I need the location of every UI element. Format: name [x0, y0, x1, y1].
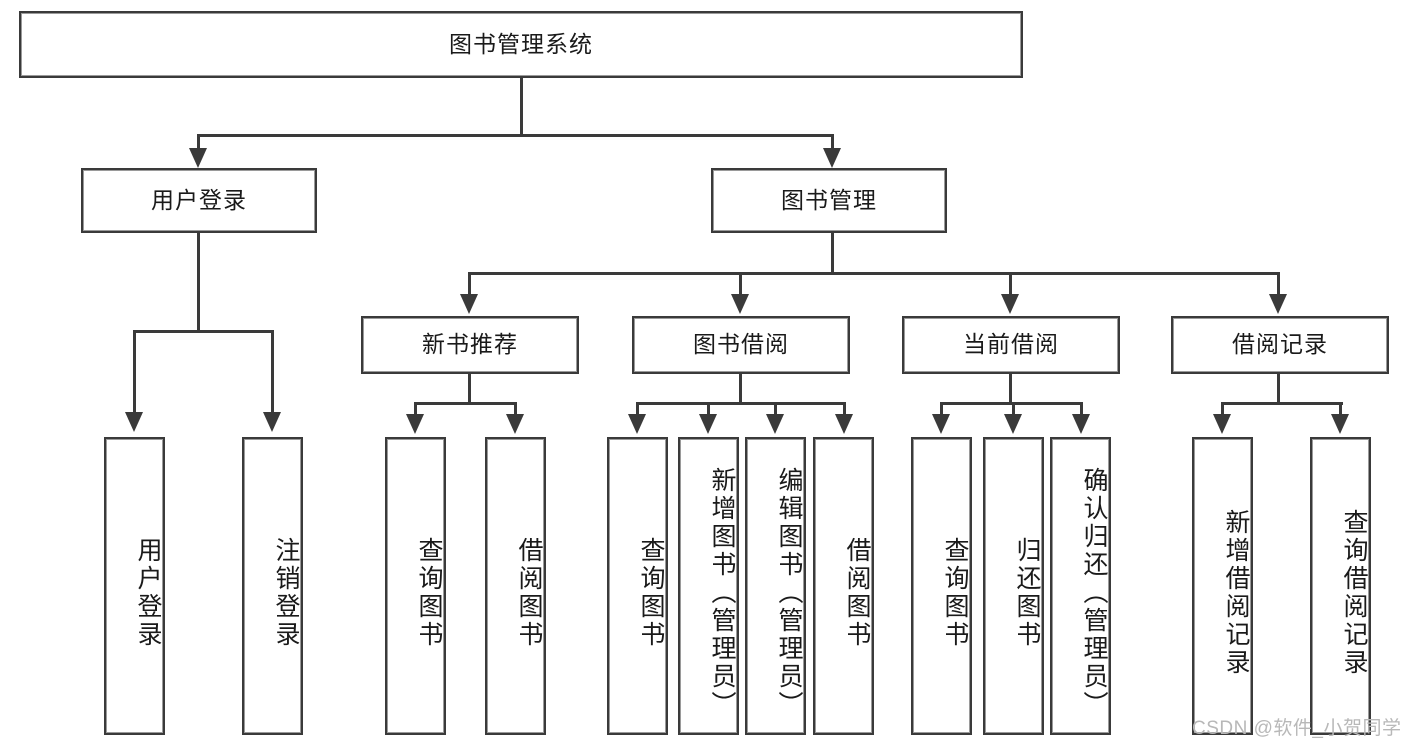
edge-root-bus — [197, 134, 834, 137]
node-book-borrow[interactable]: 图书借阅 — [632, 316, 850, 374]
edge-user-login-to-leaf-login — [133, 330, 136, 414]
arrowhead-cur-to-query-book — [932, 414, 950, 434]
node-user-login[interactable]: 用户登录 — [81, 168, 317, 233]
edge-borrow-to-add-book — [707, 402, 710, 416]
edge-borrow-to-query-book — [636, 402, 639, 416]
node-leaf-borrow-edit-book[interactable]: 编辑图书（管理员） — [745, 437, 806, 735]
edge-root-trunk — [520, 78, 523, 136]
node-label: 新书推荐 — [422, 331, 518, 358]
node-leaf-query-borrow-record[interactable]: 查询借阅记录 — [1310, 437, 1371, 735]
node-label: 查询图书 — [637, 537, 665, 649]
node-label: 新增图书（管理员） — [708, 467, 736, 719]
arrowhead-root-to-user-login — [189, 148, 207, 168]
edge-book-manage-bus — [468, 272, 1280, 275]
edge-rec-to-query-book — [414, 402, 417, 416]
arrowhead-to-new-book-rec — [460, 294, 478, 314]
edge-record-to-add-record — [1221, 402, 1224, 416]
edge-record-to-query-record — [1339, 402, 1342, 416]
node-new-book-recommend[interactable]: 新书推荐 — [361, 316, 579, 374]
edge-new-book-rec-trunk — [468, 374, 471, 404]
node-leaf-borrow-add-book[interactable]: 新增图书（管理员） — [678, 437, 739, 735]
edge-user-login-trunk — [197, 233, 200, 333]
edge-user-login-to-leaf-logout — [271, 330, 274, 414]
edge-book-borrow-trunk — [739, 374, 742, 404]
node-label: 借阅记录 — [1232, 331, 1328, 358]
node-label: 查询借阅记录 — [1340, 509, 1368, 677]
node-label: 用户登录 — [151, 186, 247, 213]
node-leaf-cur-return-book[interactable]: 归还图书 — [983, 437, 1044, 735]
node-borrow-record[interactable]: 借阅记录 — [1171, 316, 1389, 374]
node-label: 图书管理 — [781, 186, 877, 213]
arrowhead-to-book-borrow — [731, 294, 749, 314]
node-leaf-borrow-borrow-book[interactable]: 借阅图书 — [813, 437, 874, 735]
node-label: 注销登录 — [272, 537, 300, 649]
edge-book-manage-to-borrow-record — [1277, 272, 1280, 296]
node-leaf-rec-query-book[interactable]: 查询图书 — [385, 437, 446, 735]
node-label: 查询图书 — [415, 537, 443, 649]
edge-borrow-record-bus — [1221, 402, 1343, 405]
arrowhead-user-login-to-leaf-logout — [263, 412, 281, 432]
edge-cur-to-return-book — [1012, 402, 1015, 416]
node-leaf-borrow-query-book[interactable]: 查询图书 — [607, 437, 668, 735]
arrowhead-cur-to-return-book — [1004, 414, 1022, 434]
node-label: 编辑图书（管理员） — [775, 467, 803, 719]
edge-current-borrow-bus — [940, 402, 1083, 405]
node-leaf-cur-query-book[interactable]: 查询图书 — [911, 437, 972, 735]
arrowhead-record-to-query-record — [1331, 414, 1349, 434]
node-book-manage[interactable]: 图书管理 — [711, 168, 947, 233]
edge-book-manage-to-new-book-rec — [468, 272, 471, 296]
edge-rec-to-borrow-book — [514, 402, 517, 416]
arrowhead-user-login-to-leaf-login — [125, 412, 143, 432]
edge-user-login-bus — [133, 330, 274, 333]
arrowhead-rec-to-borrow-book — [506, 414, 524, 434]
node-leaf-user-logout[interactable]: 注销登录 — [242, 437, 303, 735]
node-label: 归还图书 — [1013, 537, 1041, 649]
node-label: 用户登录 — [134, 537, 162, 649]
node-label: 借阅图书 — [843, 537, 871, 649]
node-root-system[interactable]: 图书管理系统 — [19, 11, 1023, 78]
edge-book-manage-trunk — [831, 233, 834, 275]
node-label: 图书借阅 — [693, 331, 789, 358]
arrowhead-borrow-to-edit-book — [766, 414, 784, 434]
edge-borrow-record-trunk — [1277, 374, 1280, 404]
arrowhead-borrow-to-query-book — [628, 414, 646, 434]
edge-new-book-rec-bus — [414, 402, 517, 405]
arrowhead-borrow-to-add-book — [699, 414, 717, 434]
arrowhead-record-to-add-record — [1213, 414, 1231, 434]
node-leaf-user-login[interactable]: 用户登录 — [104, 437, 165, 735]
node-label: 当前借阅 — [963, 331, 1059, 358]
node-leaf-cur-confirm-return[interactable]: 确认归还（管理员） — [1050, 437, 1111, 735]
edge-current-borrow-trunk — [1009, 374, 1012, 404]
arrowhead-borrow-to-borrow-book — [835, 414, 853, 434]
edge-root-to-book-manage — [831, 134, 834, 152]
node-leaf-rec-borrow-book[interactable]: 借阅图书 — [485, 437, 546, 735]
edge-borrow-to-edit-book — [774, 402, 777, 416]
node-leaf-add-borrow-record[interactable]: 新增借阅记录 — [1192, 437, 1253, 735]
arrowhead-to-current-borrow — [1001, 294, 1019, 314]
arrowhead-cur-to-confirm-return — [1072, 414, 1090, 434]
node-label: 确认归还（管理员） — [1080, 467, 1108, 719]
edge-cur-to-query-book — [940, 402, 943, 416]
edge-cur-to-confirm-return — [1080, 402, 1083, 416]
node-current-borrow[interactable]: 当前借阅 — [902, 316, 1120, 374]
edge-root-to-user-login — [197, 134, 200, 152]
arrowhead-to-borrow-record — [1269, 294, 1287, 314]
node-label: 图书管理系统 — [449, 30, 593, 57]
edge-borrow-to-borrow-book — [843, 402, 846, 416]
edge-book-borrow-bus — [636, 402, 846, 405]
arrowhead-rec-to-query-book — [406, 414, 424, 434]
edge-book-manage-to-current-borrow — [1009, 272, 1012, 296]
node-label: 查询图书 — [941, 537, 969, 649]
node-label: 新增借阅记录 — [1222, 509, 1250, 677]
edge-book-manage-to-book-borrow — [739, 272, 742, 296]
watermark-text: CSDN @软件_小贺同学 — [1192, 718, 1402, 739]
node-label: 借阅图书 — [515, 537, 543, 649]
arrowhead-root-to-book-manage — [823, 148, 841, 168]
